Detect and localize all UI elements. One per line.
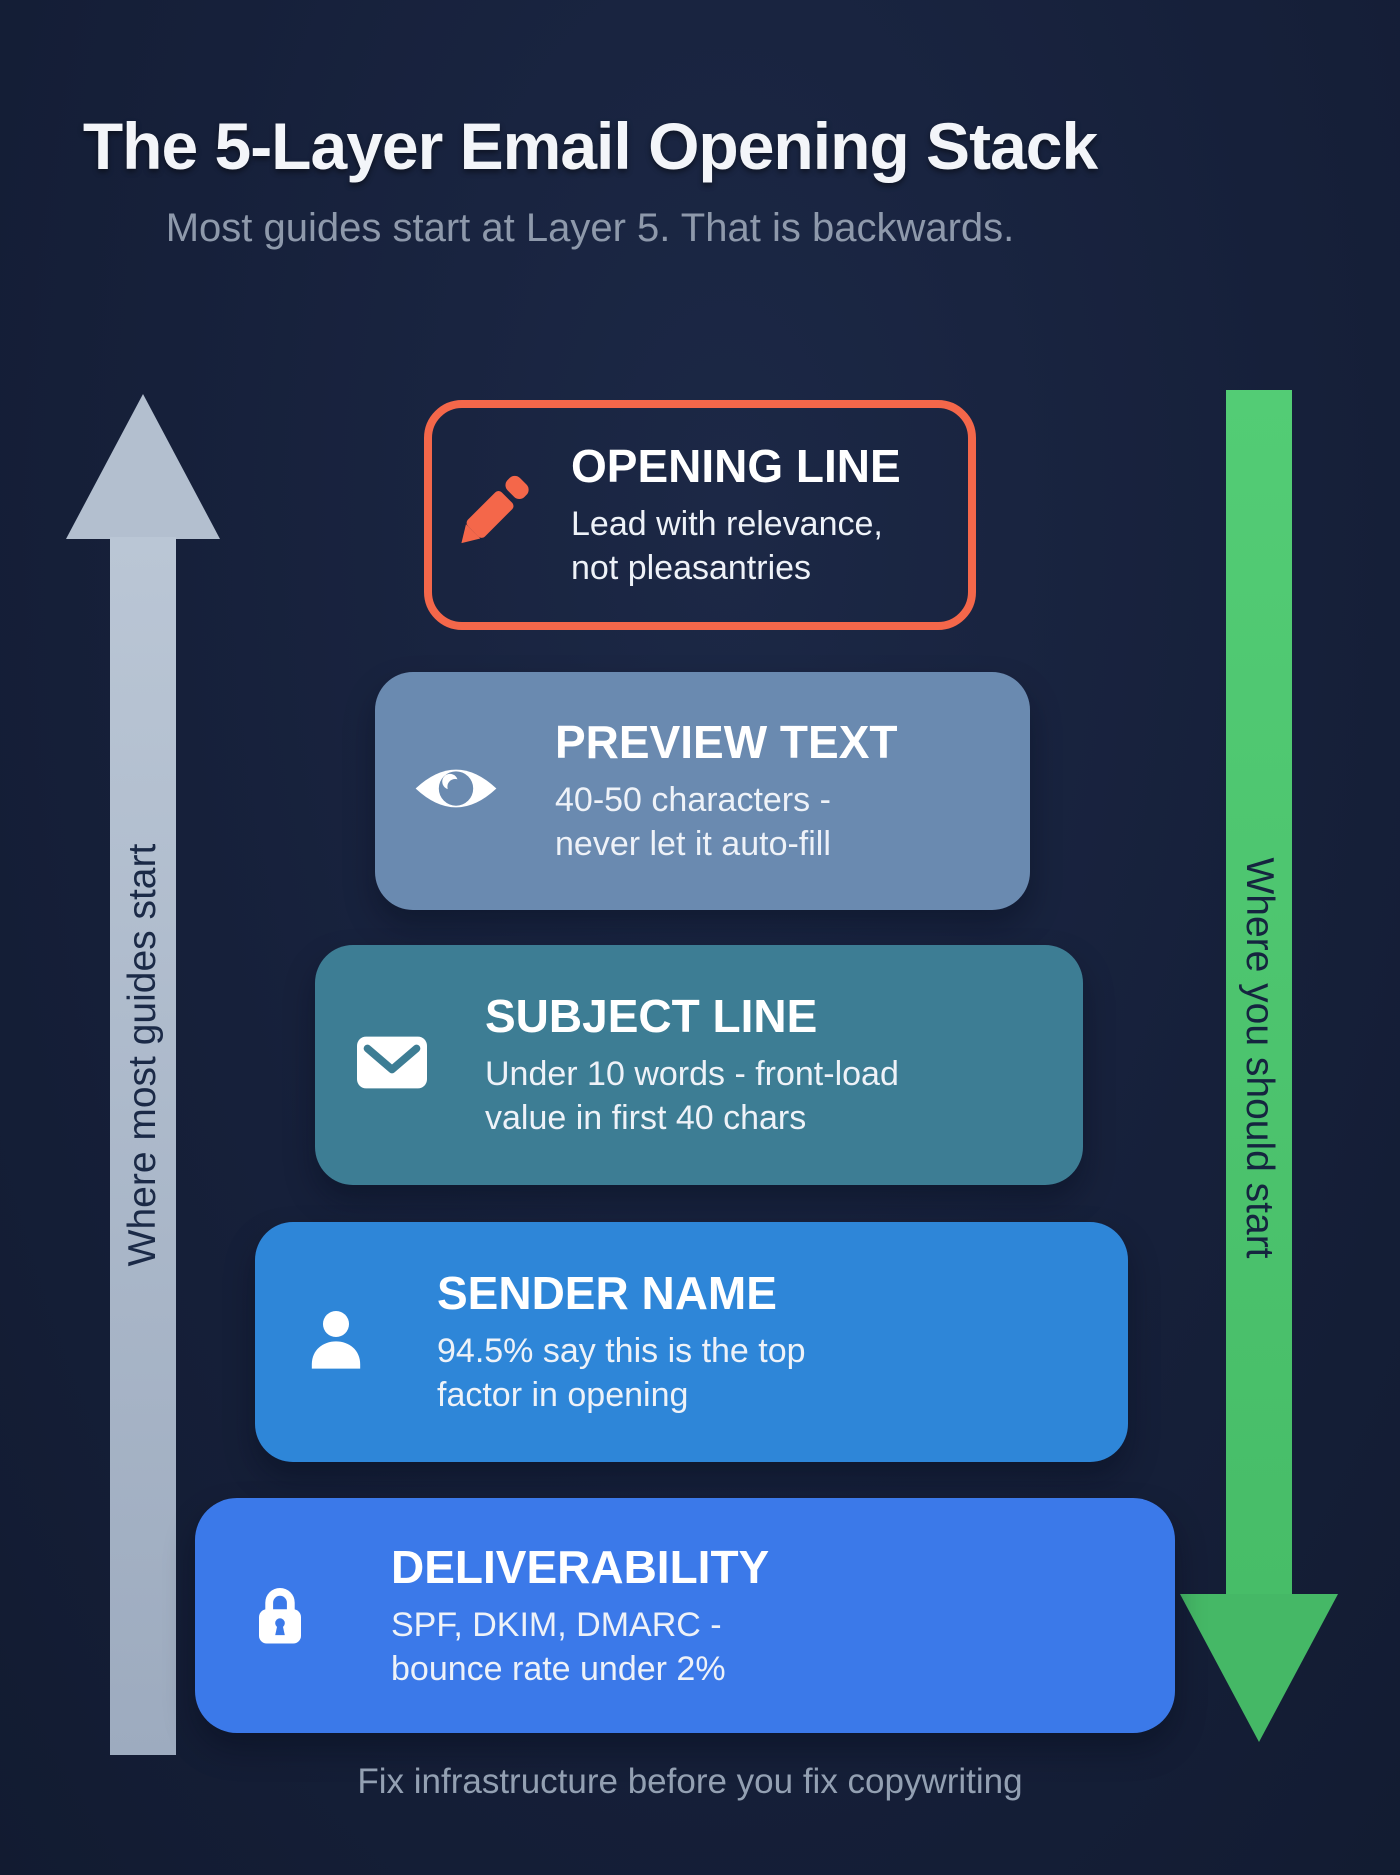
- layer-title: DELIVERABILITY: [391, 1540, 770, 1593]
- left-arrow-label: Where most guides start: [121, 843, 164, 1267]
- layer-description: 94.5% say this is the top factor in open…: [437, 1332, 806, 1414]
- header: The 5-Layer Email Opening Stack Most gui…: [0, 108, 1180, 251]
- layer-description: SPF, DKIM, DMARC - bounce rate under 2%: [391, 1605, 726, 1688]
- down-arrow-shaft: [1226, 390, 1292, 1596]
- right-arrow-label: Where you should start: [1238, 857, 1281, 1259]
- layer-title: PREVIEW TEXT: [555, 716, 898, 769]
- layer-card-subject-line: SUBJECT LINE Under 10 words - front-load…: [315, 945, 1083, 1185]
- layer-title: SENDER NAME: [437, 1267, 777, 1320]
- layer-card-opening-line: OPENING LINE Lead with relevance, not pl…: [424, 400, 976, 630]
- up-arrow-head: [66, 394, 220, 539]
- page-title: The 5-Layer Email Opening Stack: [82, 109, 1098, 183]
- lock-icon: [250, 1580, 310, 1651]
- envelope-icon: [357, 1036, 427, 1094]
- layer-title: SUBJECT LINE: [485, 990, 818, 1043]
- layer-card-sender-name: SENDER NAME 94.5% say this is the top fa…: [255, 1222, 1128, 1462]
- layer-description: 40-50 characters - never let it auto-fil…: [555, 781, 831, 863]
- layer-card-deliverability: DELIVERABILITY SPF, DKIM, DMARC - bounce…: [195, 1498, 1175, 1733]
- pencil-icon: [446, 467, 538, 564]
- eye-icon: [413, 761, 499, 821]
- layer-description: Under 10 words - front-load value in fir…: [485, 1055, 899, 1137]
- footer-caption: Fix infrastructure before you fix copywr…: [357, 1762, 1023, 1801]
- up-arrow-shaft: [110, 537, 176, 1755]
- person-icon: [305, 1309, 367, 1376]
- page-subtitle: Most guides start at Layer 5. That is ba…: [165, 206, 1015, 250]
- layer-card-preview-text: PREVIEW TEXT 40-50 characters - never le…: [375, 672, 1030, 910]
- layer-description: Lead with relevance, not pleasantries: [571, 505, 883, 587]
- layer-title: OPENING LINE: [571, 440, 901, 493]
- down-arrow-head: [1180, 1594, 1338, 1742]
